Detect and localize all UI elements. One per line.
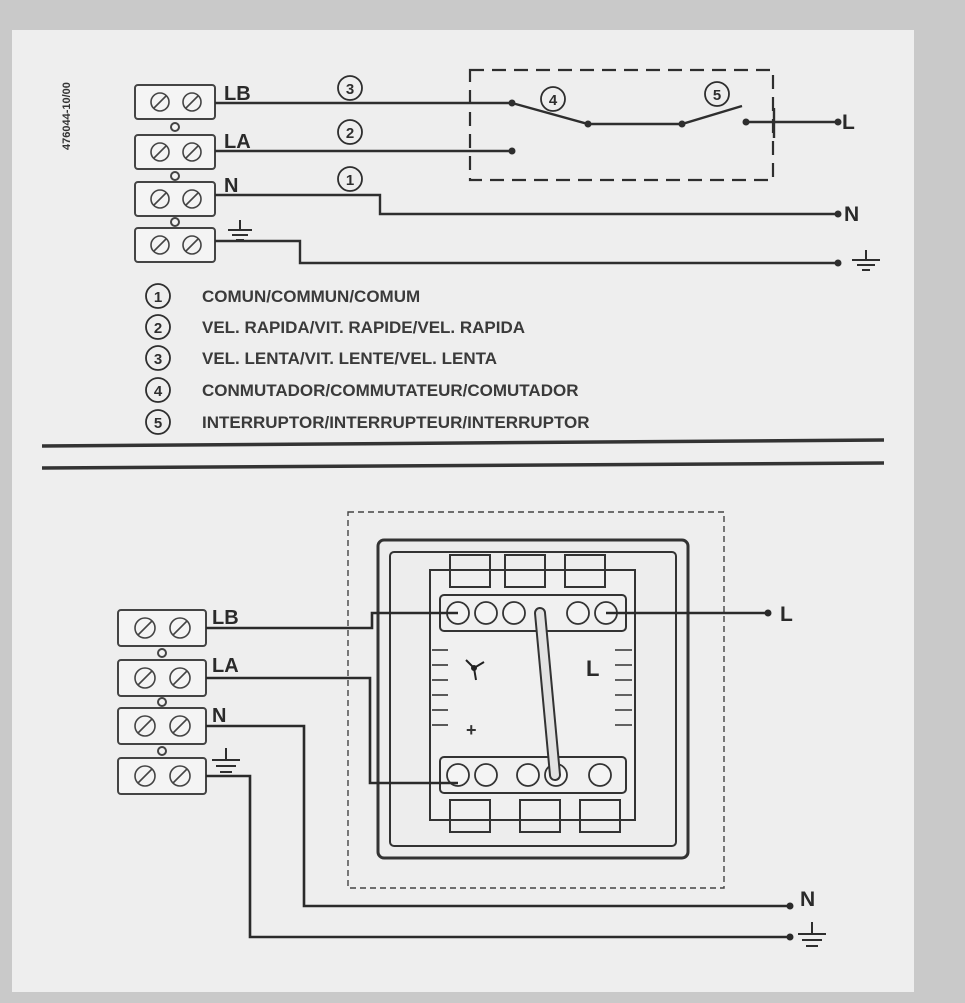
switch-dashed-box (468, 68, 775, 182)
ground-output-icon (852, 250, 880, 271)
bottom-terminal-label-la: LA (212, 655, 239, 677)
bottom-terminal-block (117, 609, 207, 795)
legend-item: 1 COMUN/COMMUN/COMUM (145, 283, 420, 309)
legend-item: 3 VEL. LENTA/VIT. LENTE/VEL. LENTA (145, 345, 497, 371)
top-dots (508, 99, 842, 267)
svg-text:VEL. LENTA/VIT. LENTE/VEL. LEN: VEL. LENTA/VIT. LENTE/VEL. LENTA (202, 349, 497, 368)
switch-device (376, 538, 690, 860)
svg-text:2: 2 (346, 125, 354, 142)
svg-text:2: 2 (154, 320, 162, 337)
legend: 1 COMUN/COMMUN/COMUM 2 VEL. RAPIDA/VIT. RA… (145, 283, 590, 435)
ground-icon (228, 220, 252, 241)
top-terminal-label-lb: LB (224, 83, 251, 105)
ground-icon (212, 748, 240, 773)
svg-text:CONMUTADOR/COMMUTATEUR/COMUTAD: CONMUTADOR/COMMUTATEUR/COMUTADOR (202, 381, 578, 400)
svg-text:5: 5 (713, 87, 721, 104)
switch-marker-4: 4 (540, 86, 566, 112)
bottom-output-l: L (780, 603, 793, 626)
svg-text:5: 5 (154, 415, 162, 432)
device-outline-dashed (347, 511, 725, 889)
fan-icon (465, 659, 485, 681)
device-plus-mark: + (466, 720, 477, 740)
section-divider (41, 438, 885, 470)
document-code: 476044-10/00 (61, 82, 73, 150)
top-terminal-label-la: LA (224, 131, 251, 153)
legend-item: 5 INTERRUPTOR/INTERRUPTEUR/INTERRUPTOR (145, 409, 590, 435)
top-wires (215, 101, 838, 265)
svg-text:VEL. RAPIDA/VIT. RAPIDE/VEL. R: VEL. RAPIDA/VIT. RAPIDE/VEL. RAPIDA (202, 318, 525, 337)
ground-output-icon (798, 922, 826, 947)
switch-marker-5: 5 (704, 81, 730, 107)
bottom-wires (206, 611, 790, 939)
wire-marker-1: 1 (337, 166, 363, 192)
bottom-dots (764, 609, 794, 941)
top-terminal-label-n: N (224, 175, 238, 197)
svg-text:3: 3 (346, 81, 354, 98)
svg-text:4: 4 (154, 383, 163, 400)
svg-text:3: 3 (154, 351, 162, 368)
top-output-n: N (844, 203, 859, 226)
svg-text:1: 1 (346, 172, 354, 189)
svg-text:1: 1 (154, 289, 162, 306)
bottom-output-n: N (800, 888, 815, 911)
svg-text:COMUN/COMMUN/COMUM: COMUN/COMMUN/COMUM (202, 287, 420, 306)
device-terminal-l: L (586, 656, 599, 681)
bottom-terminal-label-lb: LB (212, 607, 239, 629)
wire-marker-2: 2 (337, 119, 363, 145)
svg-text:4: 4 (549, 92, 558, 109)
legend-item: 2 VEL. RAPIDA/VIT. RAPIDE/VEL. RAPIDA (145, 314, 525, 340)
wire-marker-3: 3 (337, 75, 363, 101)
bottom-terminal-label-n: N (212, 705, 226, 727)
top-output-l: L (842, 111, 855, 134)
svg-text:INTERRUPTOR/INTERRUPTEUR/INTER: INTERRUPTOR/INTERRUPTEUR/INTERRUPTOR (202, 413, 590, 432)
legend-item: 4 CONMUTADOR/COMMUTATEUR/COMUTADOR (145, 377, 578, 403)
